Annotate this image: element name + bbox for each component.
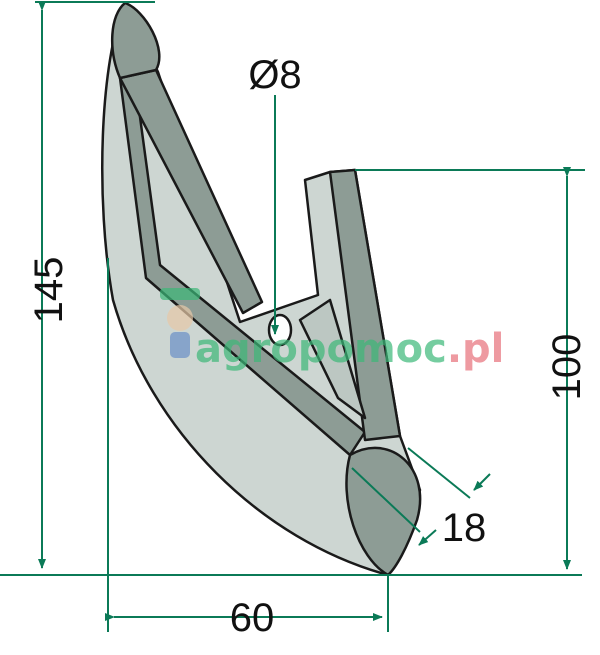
watermark-name: agropomoc xyxy=(195,326,447,372)
part-shape xyxy=(101,1,422,577)
farmer-logo xyxy=(160,288,200,358)
svg-text:agropomoc.pl: agropomoc.pl xyxy=(195,326,504,372)
dimension-60: 60 xyxy=(230,596,275,640)
watermark-suffix: .pl xyxy=(447,326,505,372)
dimension-18: 18 xyxy=(442,506,487,550)
dimension-145: 145 xyxy=(27,257,71,324)
dimension-hole-diameter: Ø8 xyxy=(248,53,301,97)
watermark: agropomoc.pl xyxy=(160,288,504,372)
bracket-face xyxy=(298,298,367,420)
right-bar xyxy=(328,168,402,442)
dimension-lines xyxy=(0,1,585,632)
dimension-100: 100 xyxy=(545,334,589,401)
top-tip xyxy=(111,1,161,80)
